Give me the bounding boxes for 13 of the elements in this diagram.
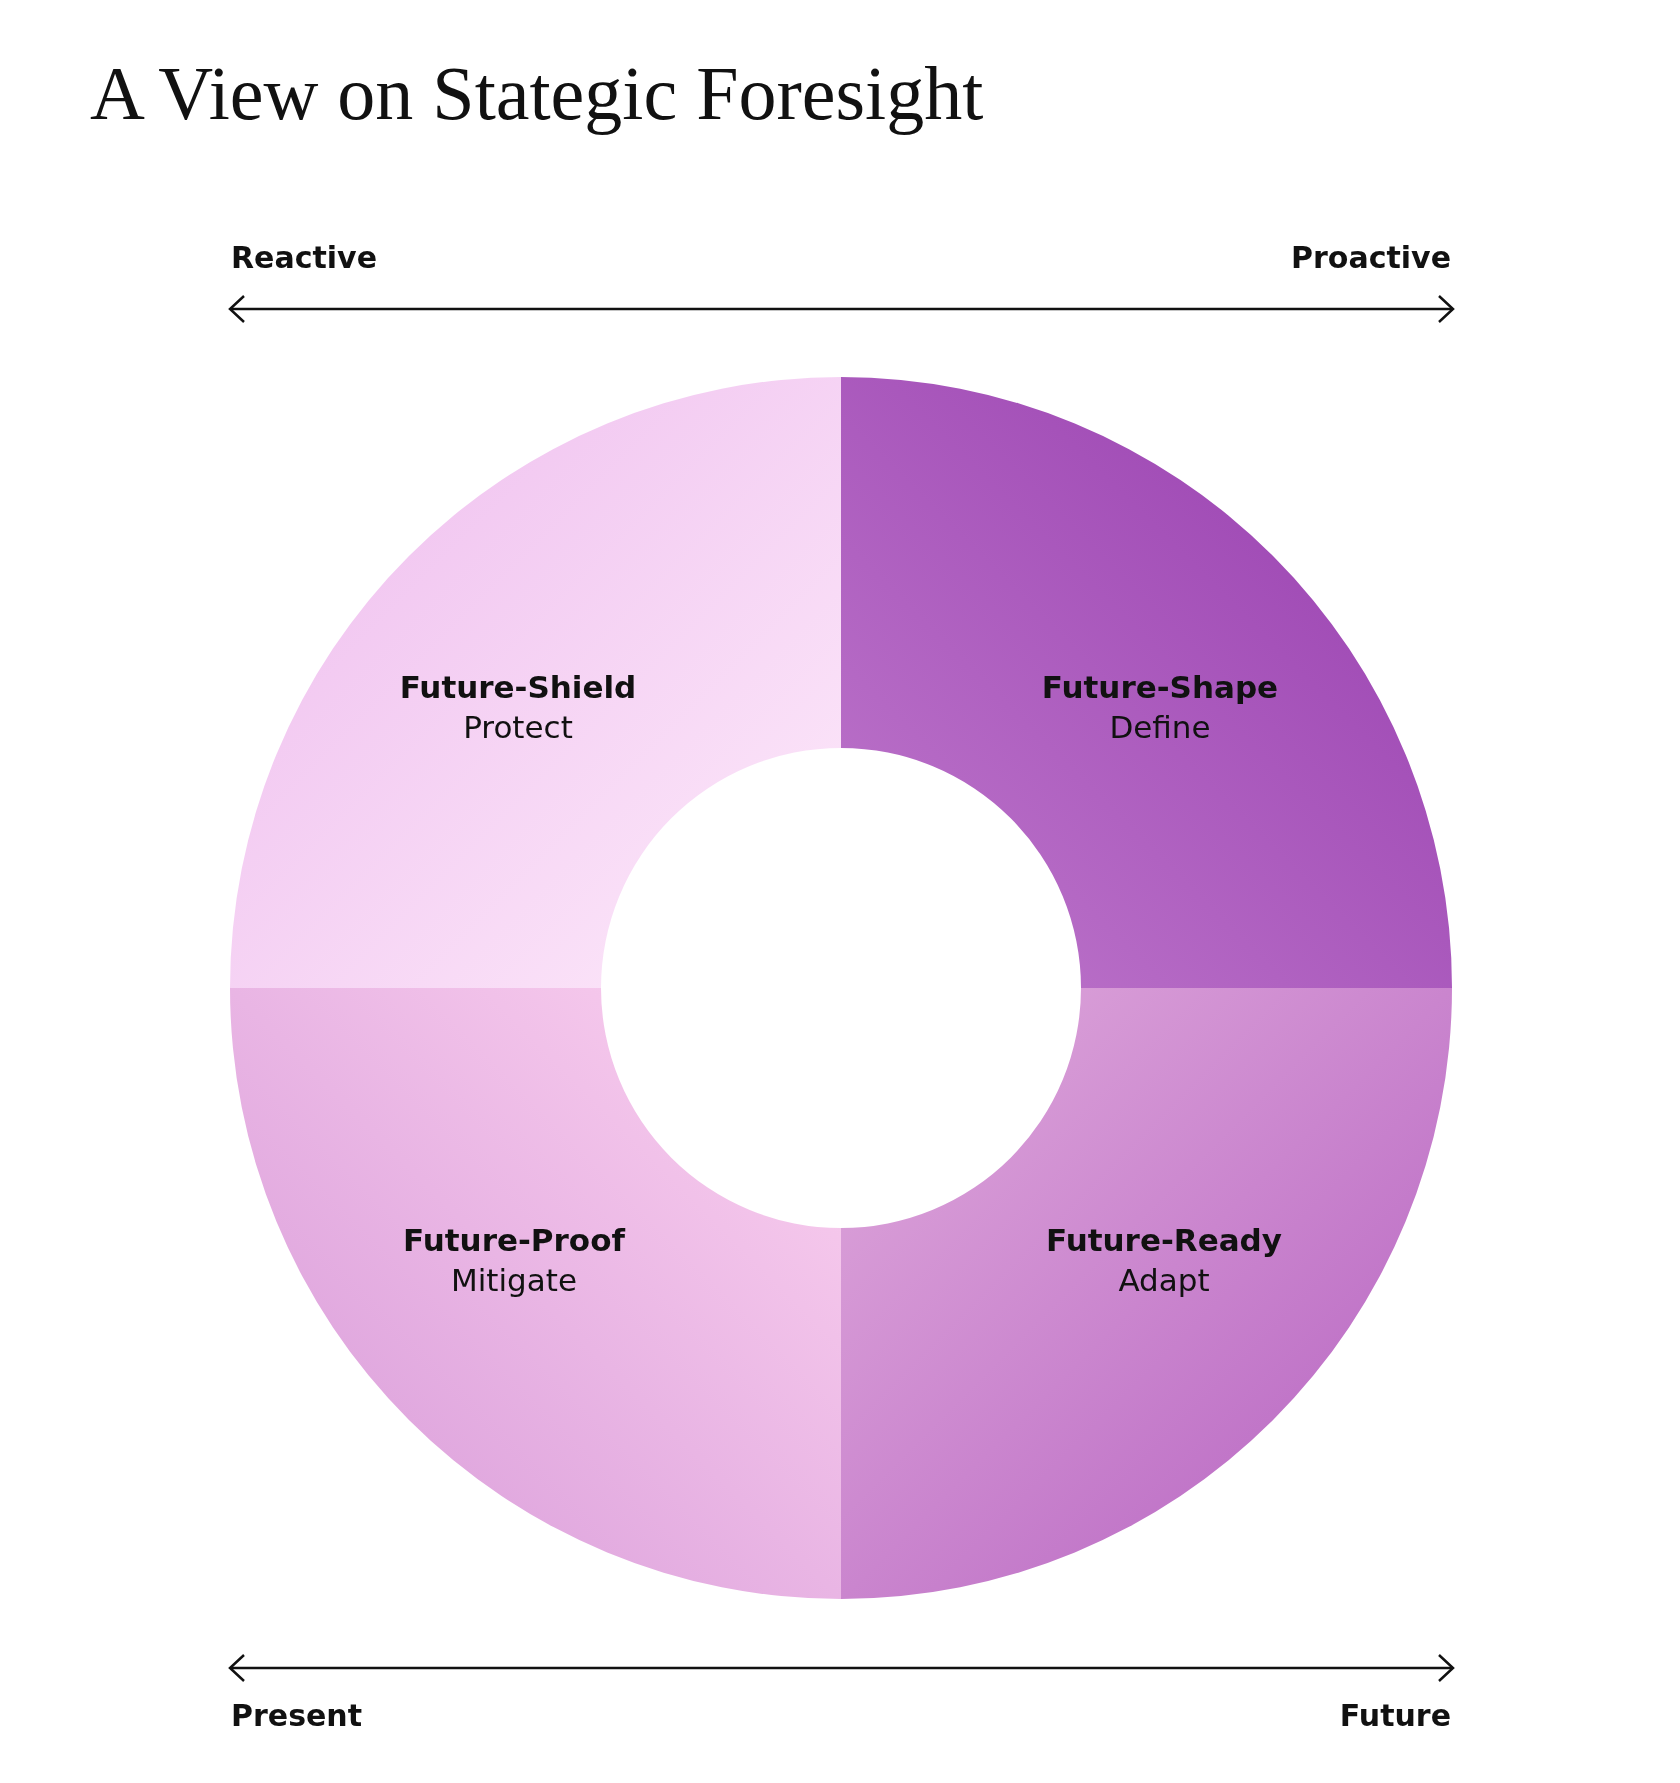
segment-heading: Future-Shape — [1041, 669, 1279, 705]
segment-heading: Future-Proof — [403, 1222, 625, 1258]
segment-subtitle: Define — [1108, 709, 1212, 745]
axis-label: Future — [1339, 1698, 1451, 1733]
segment-subtitle: Mitigate — [450, 1262, 578, 1298]
axis-label: Proactive — [1291, 240, 1451, 275]
axis-label: Reactive — [231, 240, 377, 275]
segment-subtitle: Adapt — [1117, 1262, 1211, 1298]
axis-label: Present — [231, 1698, 363, 1733]
segment-heading: Future-Ready — [1046, 1222, 1282, 1258]
title: A View on Stategic Foresight — [89, 50, 985, 137]
segment-subtitle: Protect — [462, 709, 574, 745]
segment-heading: Future-Shield — [399, 669, 637, 705]
